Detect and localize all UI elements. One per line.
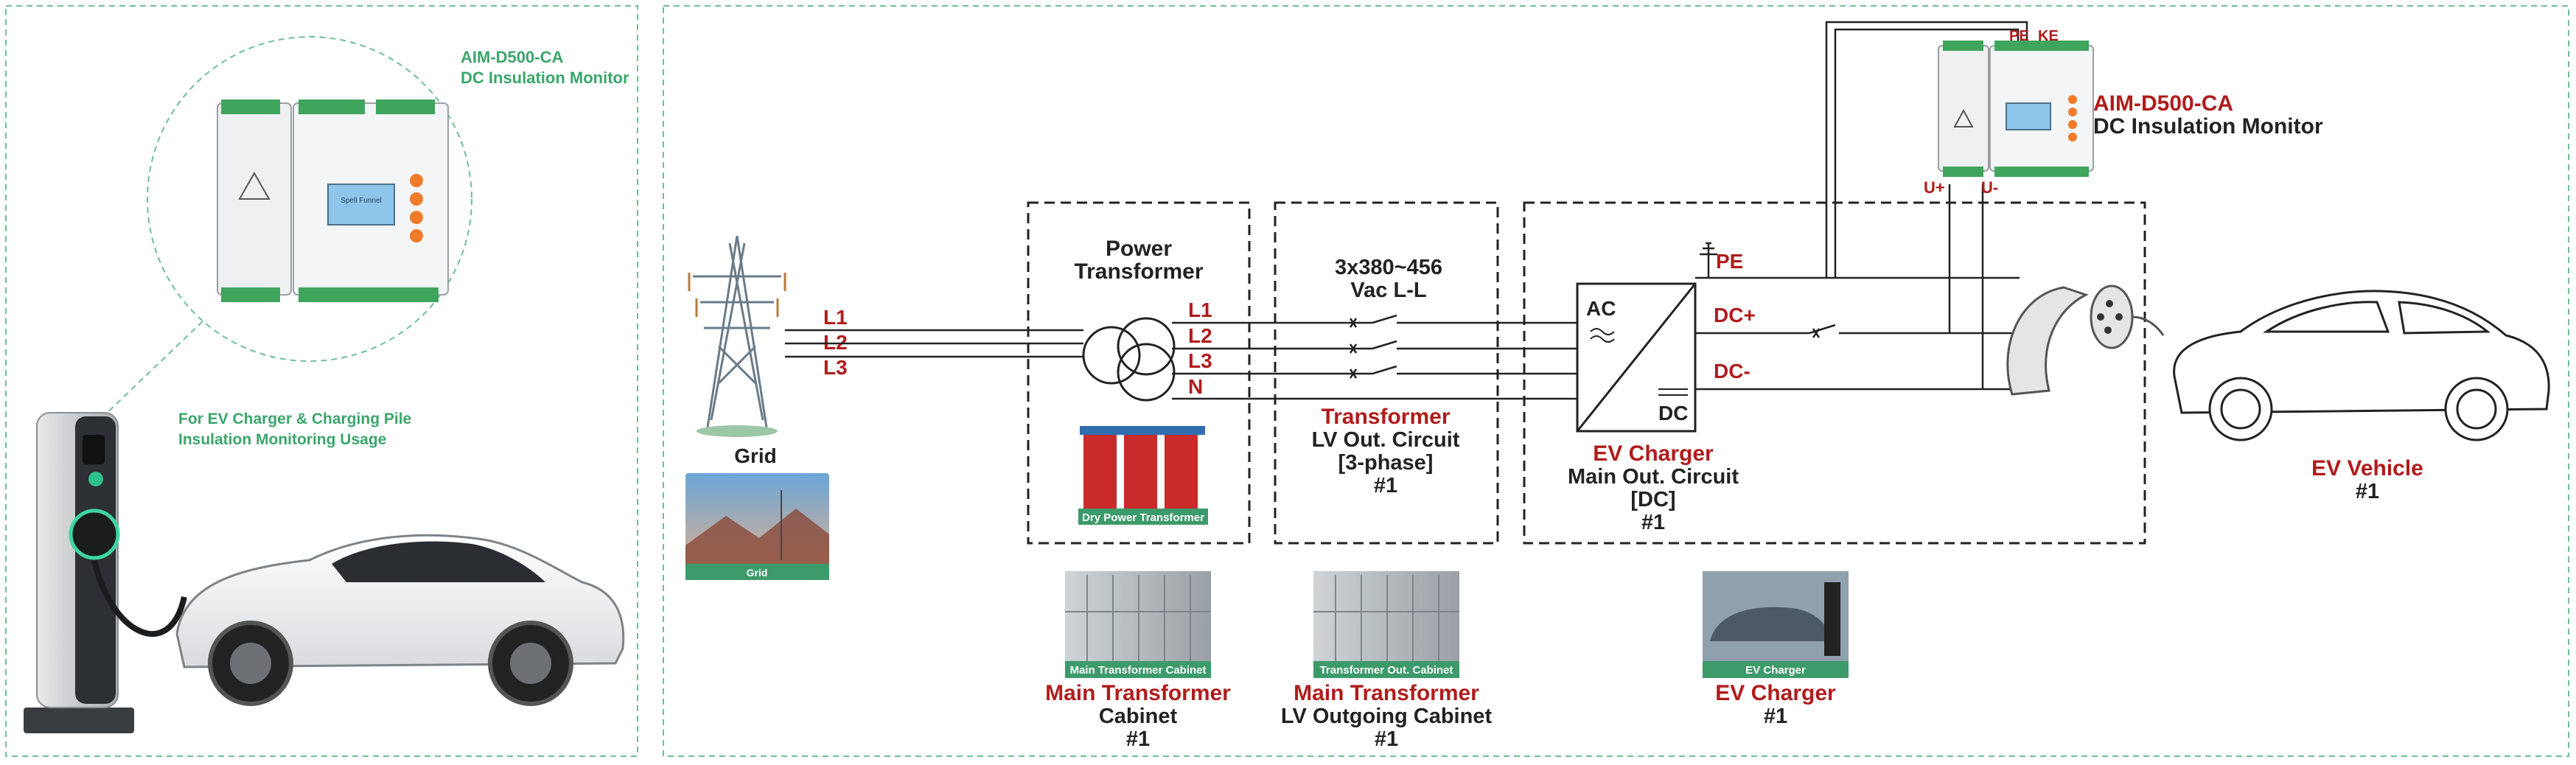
ev-vehicle-title: EV Vehicle bbox=[2311, 456, 2423, 481]
pe-ground-symbol bbox=[1700, 242, 1717, 278]
cabinet-2-line-2: LV Outgoing Cabinet bbox=[1281, 705, 1493, 728]
dc-output-wires bbox=[1695, 21, 2028, 391]
tx-out-l2: L2 bbox=[1188, 324, 1212, 347]
grid-line-l2: L2 bbox=[823, 331, 848, 354]
lv-voltage-1: 3x380~456 bbox=[1335, 256, 1442, 279]
ev-vehicle-illustration bbox=[2173, 290, 2550, 441]
pe-label: PE bbox=[1716, 250, 1743, 273]
monitor-subtitle: DC Insulation Monitor bbox=[2093, 114, 2323, 139]
ev-charger-bottom-title: EV Charger bbox=[1715, 681, 1836, 705]
device-zoom-circle bbox=[147, 36, 472, 362]
transformer-symbol bbox=[1082, 317, 1176, 402]
transformer-title-1: Power bbox=[1106, 237, 1172, 261]
cabinet-photo-2: Transformer Out. Cabinet bbox=[1313, 571, 1459, 678]
monitor-ke-terminal: KE bbox=[2038, 28, 2059, 44]
left-device-subtitle: DC Insulation Monitor bbox=[461, 69, 629, 87]
left-panel-border bbox=[5, 5, 638, 757]
left-panel: Spell Funnel AIM-D500-CA DC Insulation M… bbox=[5, 5, 638, 757]
grid-photo-caption: Grid bbox=[747, 567, 768, 579]
lv-title: Transformer bbox=[1321, 405, 1450, 429]
grid-photo: Grid bbox=[685, 473, 829, 580]
transformer-title-2: Transformer bbox=[1074, 259, 1203, 284]
ev-charger-photo: EV Charger bbox=[1703, 571, 1849, 678]
tx-out-n: N bbox=[1188, 375, 1203, 398]
charging-connector-illustration bbox=[2006, 284, 2165, 396]
transformer-photo: Dry Power Transformer bbox=[1078, 424, 1208, 527]
dc-minus-label: DC- bbox=[1714, 360, 1751, 382]
monitor-device bbox=[1938, 41, 2094, 177]
device-screen-text: Spell Funnel bbox=[341, 197, 382, 205]
tx-out-l1: L1 bbox=[1188, 298, 1212, 321]
lv-line-3: [3-phase] bbox=[1338, 451, 1434, 475]
left-device-title: AIM-D500-CA bbox=[461, 48, 563, 66]
insulation-monitor-device: Spell Funnel bbox=[217, 99, 449, 302]
transformer-photo-caption: Dry Power Transformer bbox=[1082, 511, 1204, 524]
ev-charger-line-2: Main Out. Circuit bbox=[1568, 465, 1739, 489]
ac-dc-converter bbox=[1576, 282, 1697, 433]
tx-out-l3: L3 bbox=[1188, 349, 1212, 372]
charging-pile-illustration bbox=[24, 412, 187, 733]
lv-voltage-2: Vac L-L bbox=[1350, 279, 1426, 302]
ev-charger-title: EV Charger bbox=[1593, 441, 1714, 466]
grid-label: Grid bbox=[734, 444, 777, 467]
right-panel: Grid Grid L1 L2 L3 Power Transformer L1 bbox=[663, 5, 2569, 757]
cabinet-photo-1: Main Transformer Cabinet bbox=[1065, 571, 1211, 678]
left-ev-car-illustration bbox=[175, 534, 625, 706]
dc-plus-label: DC+ bbox=[1714, 304, 1756, 326]
zoom-leader-line bbox=[102, 321, 203, 417]
ac-label: AC bbox=[1586, 297, 1616, 320]
lv-line-2: LV Out. Circuit bbox=[1312, 428, 1460, 452]
grid-tower-illustration bbox=[688, 235, 786, 437]
ev-charger-bottom-line-2: #1 bbox=[1764, 705, 1787, 728]
ev-vehicle-number: #1 bbox=[2356, 480, 2379, 503]
cabinet-2-line-3: #1 bbox=[1375, 727, 1398, 751]
lv-output-wires bbox=[1172, 321, 1577, 400]
cabinet-1-line-2: Cabinet bbox=[1099, 705, 1178, 728]
ev-charger-line-4: #1 bbox=[1641, 511, 1665, 534]
cabinet-1-caption: Main Transformer Cabinet bbox=[1069, 664, 1206, 677]
usage-line-2: Insulation Monitoring Usage bbox=[178, 431, 386, 448]
monitor-um-terminal: U- bbox=[1981, 178, 1998, 197]
cabinet-1-title: Main Transformer bbox=[1045, 681, 1231, 705]
cabinet-2-caption: Transformer Out. Cabinet bbox=[1320, 664, 1453, 677]
ev-charger-line-3: [DC] bbox=[1630, 488, 1675, 511]
usage-line-1: For EV Charger & Charging Pile bbox=[178, 411, 411, 427]
cabinet-2-title: Main Transformer bbox=[1294, 681, 1479, 705]
grid-line-l3: L3 bbox=[823, 356, 848, 379]
ev-charger-photo-caption: EV Charger bbox=[1745, 664, 1806, 677]
grid-input-wires bbox=[785, 329, 1083, 358]
lv-line-4: #1 bbox=[1374, 474, 1397, 497]
monitor-up-terminal: U+ bbox=[1924, 178, 1945, 197]
lv-breakers bbox=[1341, 314, 1409, 380]
grid-line-l1: L1 bbox=[823, 306, 848, 329]
cabinet-1-line-3: #1 bbox=[1126, 727, 1150, 751]
monitor-title: AIM-D500-CA bbox=[2093, 91, 2233, 116]
monitor-pe-terminal: PE bbox=[2009, 28, 2029, 44]
dc-label: DC bbox=[1658, 402, 1688, 425]
right-panel-border bbox=[663, 5, 2569, 757]
